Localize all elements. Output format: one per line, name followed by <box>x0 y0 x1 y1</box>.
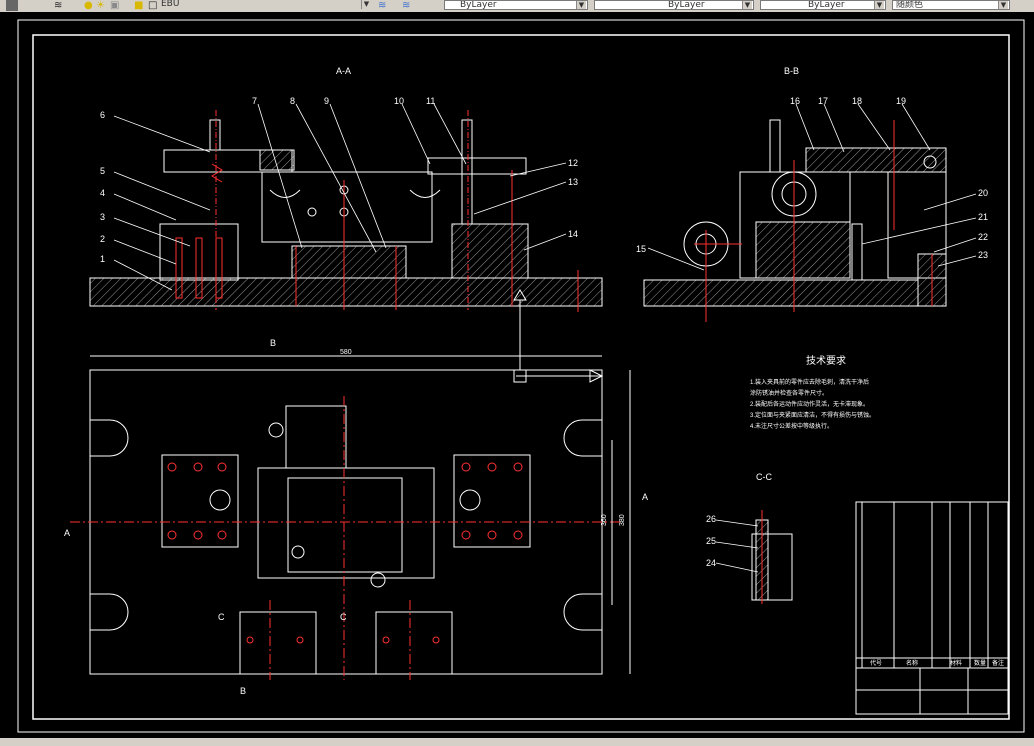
callout-2: 2 <box>100 234 105 244</box>
lineweight-value: ByLayer <box>808 0 845 10</box>
tb-col-code: 代号 <box>870 659 882 667</box>
dim-height-1: 360 <box>601 514 608 526</box>
tb-col-note: 备注 <box>992 659 1004 667</box>
callout-1: 1 <box>100 254 105 264</box>
linetype-value: ByLayer <box>668 0 705 10</box>
tech-line-2: 涂防锈油并检查各零件尺寸。 <box>750 389 828 397</box>
callout-8: 8 <box>290 96 295 106</box>
chevron-down-icon[interactable]: ▼ <box>874 1 884 9</box>
callout-11: 11 <box>426 96 435 106</box>
linetype-combo[interactable]: ByLayer ▼ <box>594 0 754 10</box>
swatch-white-icon: □ <box>148 0 158 11</box>
section-b-label: B-B <box>784 66 799 76</box>
view-label-b-top: B <box>270 338 276 348</box>
layer-name: EBU <box>161 0 180 9</box>
plotstyle-value: 随颜色 <box>896 0 924 10</box>
callout-26: 26 <box>706 514 716 524</box>
layer-manager-icon[interactable]: ≋ <box>54 0 63 11</box>
tb-col-qty: 数量 <box>974 659 986 667</box>
plotstyle-combo[interactable]: 随颜色 ▼ <box>892 0 1010 10</box>
callout-17: 17 <box>818 96 828 106</box>
tb-col-material: 材料 <box>950 659 962 667</box>
callout-24: 24 <box>706 558 716 568</box>
section-a-view <box>89 110 603 370</box>
callout-12: 12 <box>568 158 578 168</box>
window-icon[interactable] <box>6 0 18 11</box>
tech-line-4: 3.定位面与夹紧面应清洁，不得有损伤与锈蚀。 <box>750 411 875 419</box>
layer-previous-icon[interactable]: ≋ <box>402 0 411 11</box>
plan-view <box>70 355 631 680</box>
callout-9: 9 <box>324 96 329 106</box>
section-a-label: A-A <box>336 66 351 76</box>
callout-21: 21 <box>978 212 988 222</box>
tech-line-1: 1.装入夹具前的零件应去除毛刺，清洗干净后 <box>750 378 869 386</box>
callout-18: 18 <box>852 96 862 106</box>
chevron-down-icon[interactable]: ▼ <box>998 1 1008 9</box>
callout-6: 6 <box>100 110 105 120</box>
callout-25: 25 <box>706 536 716 546</box>
outer-frame <box>17 19 1025 733</box>
layer-combo[interactable]: EBU ▼ <box>158 0 372 10</box>
chevron-down-icon[interactable]: ▼ <box>742 1 752 9</box>
leader-lines <box>113 103 977 573</box>
tech-title: 技术要求 <box>806 354 846 367</box>
callout-5: 5 <box>100 166 105 176</box>
inner-frame <box>32 34 1010 720</box>
callout-7: 7 <box>252 96 257 106</box>
callout-19: 19 <box>896 96 906 106</box>
toolbar: ≋ ● ☀ ▣ ■ □ EBU ▼ ≋ ≋ ByLayer ▼ ByLayer … <box>0 0 1034 13</box>
chevron-down-icon[interactable]: ▼ <box>361 0 371 9</box>
view-label-b-bottom: B <box>240 686 246 696</box>
callout-14: 14 <box>568 229 578 239</box>
view-label-a-right: A <box>642 492 648 502</box>
make-current-icon[interactable]: ≋ <box>378 0 387 11</box>
callout-10: 10 <box>394 96 404 106</box>
bulb-icon[interactable]: ● <box>84 0 93 11</box>
callout-13: 13 <box>568 177 578 187</box>
status-bar <box>0 738 1034 746</box>
tech-line-5: 4.未注尺寸公差按中等级执行。 <box>750 422 833 430</box>
view-label-c-right: C <box>340 612 347 622</box>
lineweight-combo[interactable]: ByLayer ▼ <box>760 0 886 10</box>
callout-4: 4 <box>100 188 105 198</box>
color-combo[interactable]: ByLayer ▼ <box>444 0 588 10</box>
tech-line-3: 2.装配后各运动件应动作灵活，无卡滞现象。 <box>750 400 869 408</box>
color-value: ByLayer <box>460 0 497 10</box>
title-block <box>855 501 1009 715</box>
callout-15: 15 <box>636 244 646 254</box>
callout-23: 23 <box>978 250 988 260</box>
callout-22: 22 <box>978 232 988 242</box>
callout-20: 20 <box>978 188 988 198</box>
section-b-view <box>643 119 947 322</box>
sun-icon[interactable]: ☀ <box>96 0 105 11</box>
chevron-down-icon[interactable]: ▼ <box>576 1 586 9</box>
dim-overall-width: 580 <box>340 349 352 356</box>
lock-icon[interactable]: ▣ <box>110 0 120 11</box>
callout-16: 16 <box>790 96 800 106</box>
view-label-c-left: C <box>218 612 225 622</box>
section-c-label: C-C <box>756 472 772 482</box>
drawing-canvas[interactable]: A-A B-B C-C 技术要求 1.装入夹具前的零件应去除毛刺，清洗干净后 涂… <box>0 12 1034 746</box>
callout-3: 3 <box>100 212 105 222</box>
dim-height-2: 380 <box>619 514 626 526</box>
view-label-a-left: A <box>64 528 70 538</box>
tb-col-name: 名称 <box>906 659 918 667</box>
section-c-view <box>751 510 793 604</box>
color-swatch-icon[interactable]: ■ <box>134 0 144 11</box>
cad-drawing[interactable]: A-A B-B C-C 技术要求 1.装入夹具前的零件应去除毛刺，清洗干净后 涂… <box>0 12 1034 738</box>
